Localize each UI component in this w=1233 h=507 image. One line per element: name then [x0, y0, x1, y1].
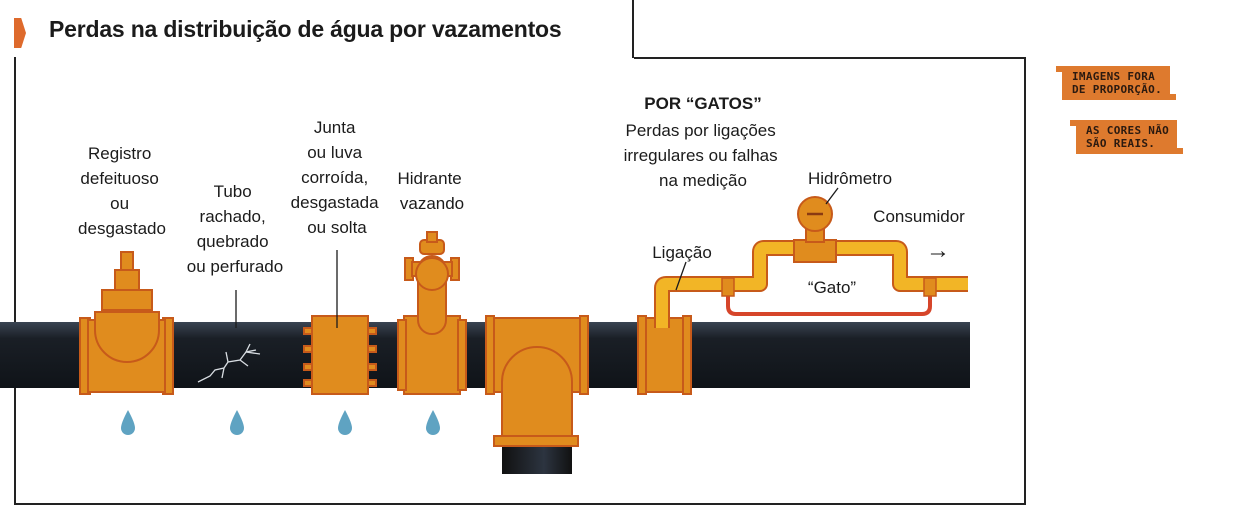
pipe-crack: [197, 343, 261, 383]
label-junta: Junta ou luva corroída, desgastada ou so…: [291, 118, 384, 237]
label-hidrante: Hidrante vazando: [398, 169, 467, 213]
water-drops: [121, 410, 440, 435]
arrow-icon: →: [926, 237, 950, 264]
note-colors: AS CORES NÃO SÃO REAIS.: [1069, 120, 1184, 154]
junta-coupling: [303, 315, 377, 395]
page-title: Perdas na distribuição de água por vazam…: [49, 16, 562, 42]
label-consumidor: Consumidor: [873, 207, 965, 226]
hidrante: [397, 231, 467, 395]
tee-fitting: [485, 315, 589, 447]
service-joints: [721, 277, 937, 297]
label-gatos-desc: Perdas por ligações irregulares ou falha…: [624, 121, 783, 190]
frame-top-border: [634, 57, 1026, 59]
label-gato: “Gato”: [808, 278, 857, 297]
title-accent-marker: [14, 18, 26, 48]
note-proportion: IMAGENS FORA DE PROPORÇÃO.: [1056, 66, 1176, 100]
ligacao-pointer: [675, 261, 687, 291]
ligacao-collar: [637, 315, 692, 395]
service-pipe-fill: [656, 242, 968, 328]
label-gatos-title: POR “GATOS”: [644, 94, 761, 113]
registro-valve: [79, 251, 174, 395]
title-tab: Perdas na distribuição de água por vazam…: [14, 0, 634, 58]
label-ligacao: Ligação: [652, 243, 712, 262]
gato-bypass-line: [726, 296, 932, 316]
label-hidrometro: Hidrômetro: [808, 169, 892, 188]
hidrometro: [793, 196, 837, 263]
label-tubo: Tubo rachado, quebrado ou perfurado: [187, 182, 283, 276]
label-registro: Registro defeituoso ou desgastado: [78, 144, 166, 238]
diagram-frame: [14, 57, 1026, 505]
hidrometro-pointer: [825, 187, 839, 205]
